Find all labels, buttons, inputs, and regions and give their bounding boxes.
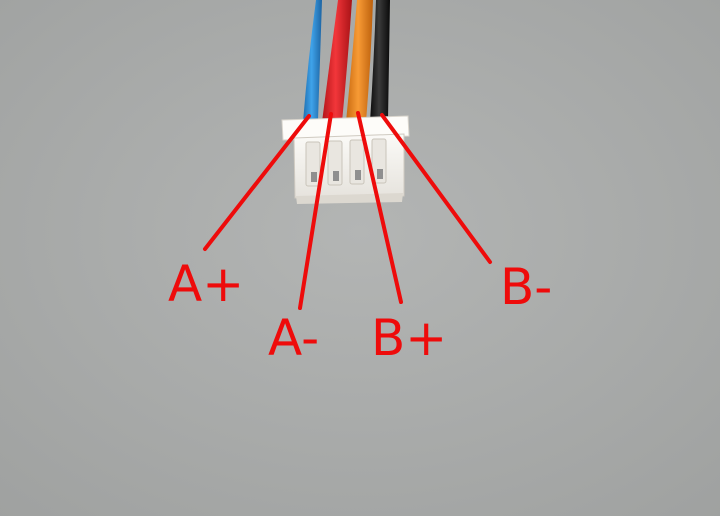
callout-line-b-minus [380,113,492,264]
callout-lines [203,111,492,310]
metal-contact [355,170,361,180]
pin-label-b-minus: B- [500,258,553,316]
wire-blue [303,0,322,122]
pin-label-b-plus: B+ [371,309,448,367]
metal-contact [377,169,383,179]
wire-bundle [303,0,390,122]
callout-line-a-minus [298,112,333,310]
pin-label-a-minus: A- [268,309,320,367]
metal-contact [311,172,317,182]
callout-line-a-plus [203,114,311,251]
wire-red [322,0,352,122]
connector-top-lip [281,115,410,141]
callout-line-b-plus [356,111,403,304]
wire-orange [346,0,373,122]
pin-label-a-plus: A+ [168,255,245,313]
wire-black [370,0,390,122]
metal-contact [333,171,339,181]
